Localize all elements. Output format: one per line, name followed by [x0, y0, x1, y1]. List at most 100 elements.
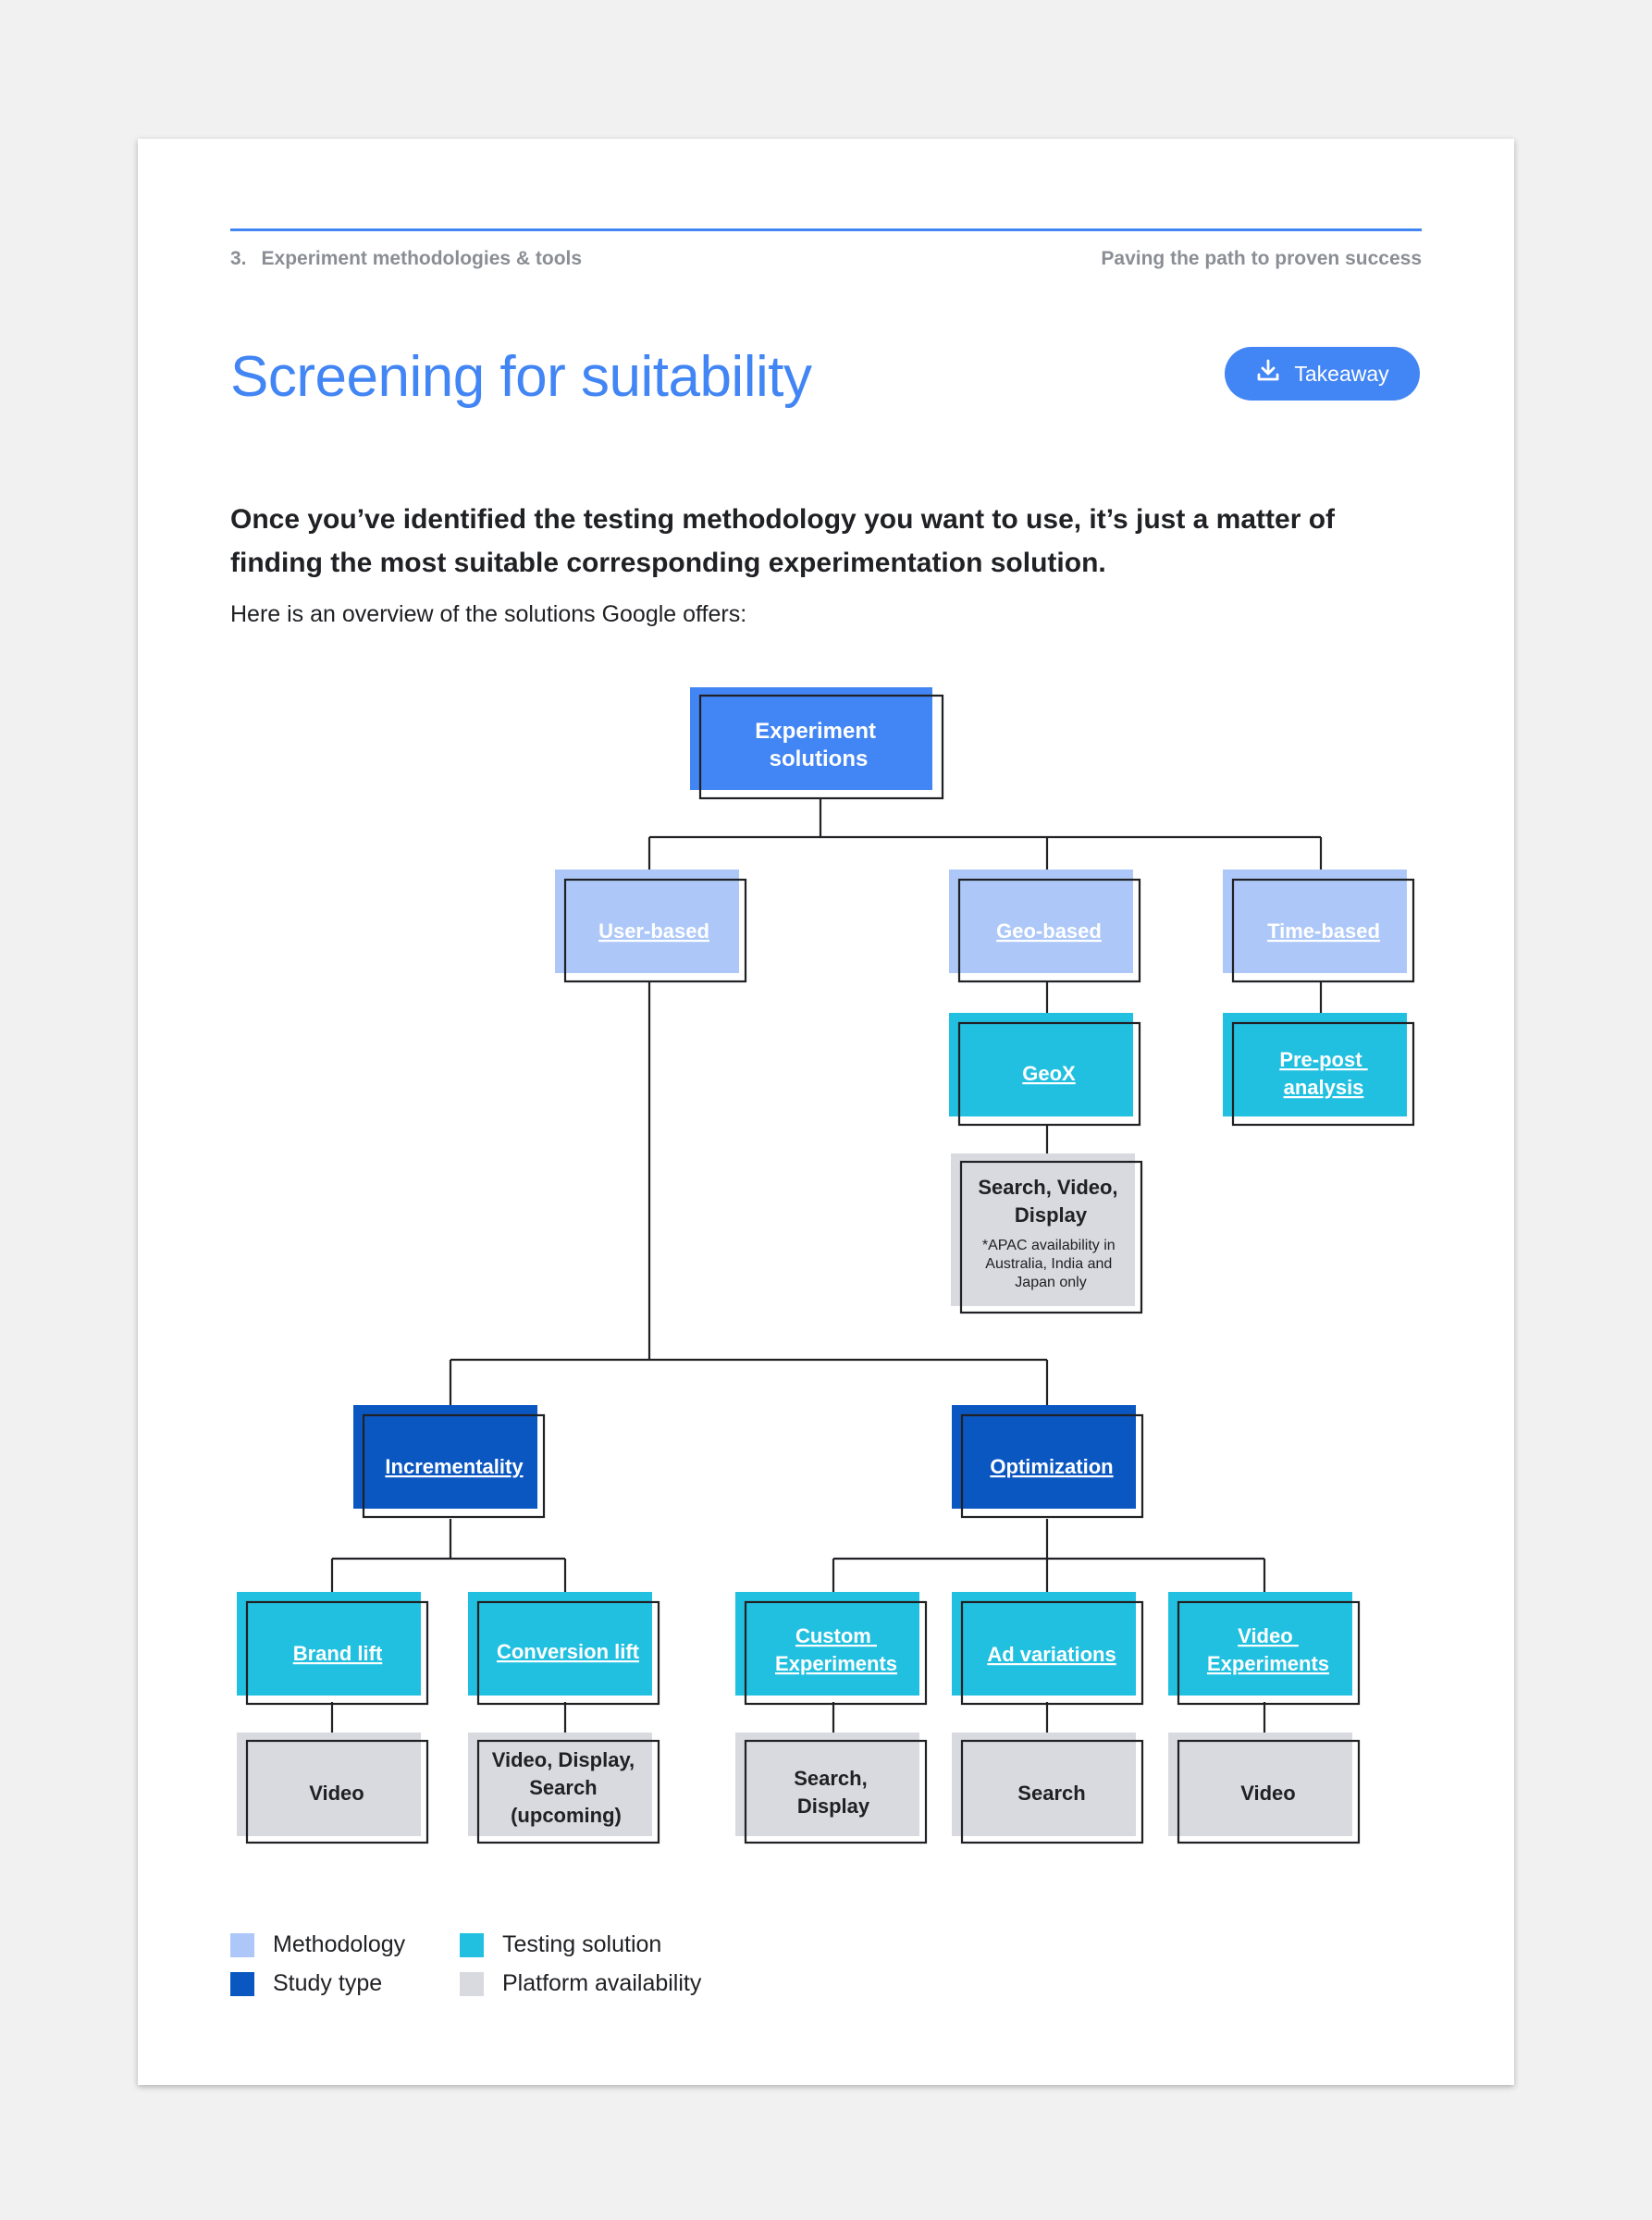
node-pre-post-analysis[interactable]: Pre-post analysis	[1223, 1013, 1415, 1127]
geo-based-link[interactable]: Geo-based	[996, 919, 1102, 943]
section-header: 3. Experiment methodologies & tools	[230, 248, 582, 270]
label-line-1: Video	[1238, 1624, 1293, 1647]
node-fill	[1168, 1733, 1352, 1836]
node-brand-lift[interactable]: Brand lift	[237, 1592, 429, 1706]
node-fill	[952, 1405, 1136, 1509]
node-outline	[563, 878, 747, 983]
note-line-3: Japan only	[1015, 1275, 1086, 1290]
incrementality-link[interactable]: Incrementality	[385, 1455, 524, 1478]
label-line-1: Search,	[794, 1767, 868, 1790]
node-fill	[353, 1405, 537, 1509]
node-outline	[476, 1739, 660, 1844]
node-brand-lift-platform: Video	[237, 1733, 429, 1844]
custom-experiments-link[interactable]: Custom Experiments	[775, 1624, 897, 1675]
node-outline	[245, 1600, 429, 1706]
node-fill	[468, 1592, 652, 1696]
time-based-link[interactable]: Time-based	[1267, 919, 1380, 943]
node-fill	[1223, 1013, 1407, 1116]
node-fill	[735, 1592, 919, 1696]
legend-label: Study type	[273, 1970, 383, 1996]
node-conversion-lift[interactable]: Conversion lift	[468, 1592, 660, 1706]
node-fill	[1223, 870, 1407, 973]
node-outline	[1231, 878, 1415, 983]
video-experiments-platform-label: Video	[1240, 1782, 1296, 1805]
label-line-1: Pre-post	[1279, 1048, 1362, 1071]
legend-platform-availability: Platform availability	[460, 1970, 701, 1997]
tree-connectors	[330, 797, 1323, 1743]
node-outline	[959, 1160, 1143, 1314]
user-based-link[interactable]: User-based	[598, 919, 709, 943]
label-line-1: Experiment	[755, 719, 876, 744]
node-outline	[698, 694, 944, 800]
legend-swatch	[230, 1932, 254, 1957]
legend-swatch	[460, 1971, 484, 1996]
node-ad-variations[interactable]: Ad variations	[952, 1592, 1144, 1706]
node-fill	[952, 1592, 1136, 1696]
node-outline	[362, 1413, 546, 1519]
video-experiments-link[interactable]: Video Experiments	[1207, 1624, 1329, 1675]
node-experiment-solutions: Experiment solutions	[690, 687, 944, 800]
optimization-link[interactable]: Optimization	[990, 1455, 1113, 1478]
label-line-1: Video, Display,	[492, 1748, 635, 1771]
node-outline	[960, 1413, 1144, 1519]
legend-label: Testing solution	[502, 1931, 662, 1957]
node-fill	[555, 870, 739, 973]
label-line-2: Search	[529, 1776, 597, 1799]
lead-paragraph: Once you’ve identified the testing metho…	[230, 504, 1336, 578]
label-line-2: Experiments	[775, 1652, 897, 1675]
takeaway-button[interactable]: Takeaway	[1225, 347, 1420, 401]
node-geox[interactable]: GeoX	[949, 1013, 1141, 1127]
node-outline	[1177, 1739, 1361, 1844]
node-fill	[690, 687, 932, 790]
node-ad-variations-platform: Search	[952, 1733, 1144, 1844]
node-label: Experiment solutions	[755, 719, 881, 771]
legend-methodology: Methodology	[230, 1931, 405, 1958]
conversion-lift-link[interactable]: Conversion lift	[497, 1640, 640, 1663]
label-line-2: solutions	[770, 746, 869, 771]
node-geox-platform: Search, Video, Display *APAC availabilit…	[951, 1153, 1143, 1314]
label-line-1: Custom	[795, 1624, 871, 1647]
geox-platform-label: Search, Video, Display	[978, 1176, 1123, 1227]
node-video-experiments[interactable]: Video Experiments	[1168, 1592, 1361, 1706]
node-fill	[237, 1733, 421, 1836]
note-line-2: Australia, India and	[985, 1256, 1112, 1272]
pre-post-analysis-link[interactable]: Pre-post analysis	[1279, 1048, 1367, 1099]
node-user-based[interactable]: User-based	[555, 870, 747, 983]
node-outline	[476, 1600, 660, 1706]
geox-link[interactable]: GeoX	[1022, 1062, 1076, 1085]
label-line-2: Experiments	[1207, 1652, 1329, 1675]
node-outline	[957, 878, 1141, 983]
node-fill	[951, 1153, 1135, 1306]
node-fill	[237, 1592, 421, 1696]
node-outline	[744, 1739, 928, 1844]
node-fill	[949, 1013, 1133, 1116]
legend-label: Methodology	[273, 1931, 406, 1957]
label-line-2: analysis	[1284, 1076, 1364, 1099]
node-time-based[interactable]: Time-based	[1223, 870, 1415, 983]
node-outline	[957, 1021, 1141, 1127]
section-title: Experiment methodologies & tools	[261, 248, 583, 269]
running-title: Paving the path to proven success	[1101, 248, 1422, 269]
legend-testing-solution: Testing solution	[460, 1931, 661, 1958]
section-number: 3.	[230, 248, 247, 269]
node-custom-experiments-platform: Search, Display	[735, 1733, 928, 1844]
node-custom-experiments[interactable]: Custom Experiments	[735, 1592, 928, 1706]
node-outline	[1177, 1600, 1361, 1706]
node-fill	[735, 1733, 919, 1836]
ad-variations-link[interactable]: Ad variations	[987, 1643, 1116, 1666]
intro-text: Here is an overview of the solutions Goo…	[230, 601, 747, 627]
label-line-2: Display	[1015, 1203, 1088, 1227]
node-incrementality[interactable]: Incrementality	[353, 1405, 546, 1519]
node-conversion-lift-platform: Video, Display, Search (upcoming)	[468, 1733, 660, 1844]
geox-note: *APAC availability in Australia, India a…	[982, 1238, 1119, 1290]
node-optimization[interactable]: Optimization	[952, 1405, 1144, 1519]
header-rule	[230, 228, 1422, 231]
legend-study-type: Study type	[230, 1970, 382, 1997]
node-outline	[960, 1600, 1144, 1706]
takeaway-label: Takeaway	[1294, 361, 1389, 386]
document-page: 3. Experiment methodologies & tools Pavin…	[138, 139, 1514, 2085]
brand-lift-link[interactable]: Brand lift	[293, 1642, 383, 1665]
page-title: Screening for suitability	[230, 345, 812, 409]
node-geo-based[interactable]: Geo-based	[949, 870, 1141, 983]
brand-lift-platform-label: Video	[309, 1782, 364, 1805]
